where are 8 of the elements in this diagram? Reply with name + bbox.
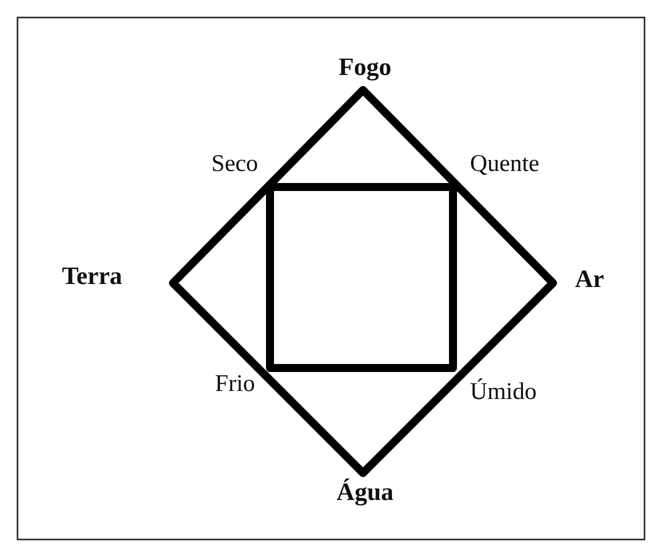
quality-label: Úmido: [470, 380, 537, 404]
quality-label: Quente: [470, 152, 540, 176]
quality-label: Frio: [214, 372, 255, 396]
element-label: Ar: [575, 267, 604, 292]
quality-label: Seco: [211, 152, 258, 176]
element-label: Fogo: [338, 55, 392, 80]
element-label: Água: [336, 480, 394, 505]
element-label: Terra: [62, 264, 122, 289]
